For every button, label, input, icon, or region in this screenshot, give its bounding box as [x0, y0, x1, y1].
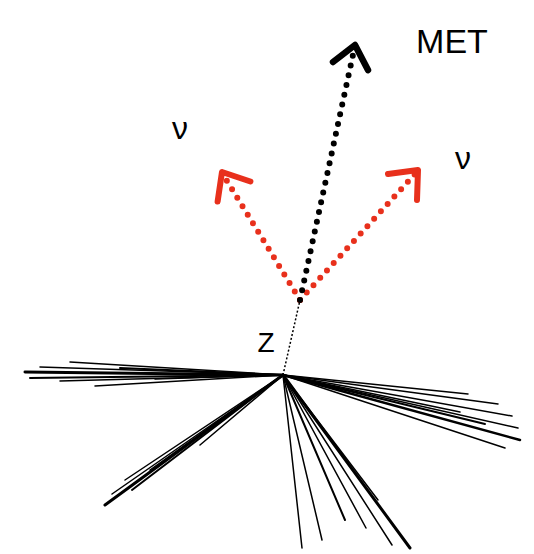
jet-track: [120, 368, 283, 375]
neutrino-line: [300, 174, 415, 300]
jet-track: [155, 375, 283, 379]
jet-track: [60, 375, 283, 381]
figure-label: ν: [172, 112, 188, 144]
jet-track: [283, 375, 512, 416]
jet-track: [132, 375, 283, 490]
neutrino-line: [224, 176, 300, 300]
jet-track: [283, 375, 392, 545]
arrow-head: [218, 172, 251, 202]
jet-track: [70, 362, 283, 375]
jet-track: [283, 375, 498, 404]
jet-track: [125, 375, 283, 480]
arrow-head: [333, 45, 368, 70]
jet-track: [105, 375, 283, 505]
neutrino-arrows: [218, 170, 418, 300]
jet-track: [283, 375, 518, 428]
met-line: [300, 50, 354, 300]
jets: [25, 362, 520, 548]
jet-track: [283, 375, 460, 412]
figure-label: MET: [416, 24, 488, 58]
z-line: [283, 300, 300, 375]
jet-track: [95, 375, 283, 386]
figure-label: Z: [257, 329, 274, 357]
jet-track: [283, 375, 366, 528]
jet-track: [112, 375, 283, 494]
jet-track: [283, 375, 410, 548]
jet-track: [200, 375, 283, 445]
met-arrow: [300, 45, 368, 300]
arrow-head: [388, 170, 418, 200]
figure-label: ν: [455, 142, 471, 174]
